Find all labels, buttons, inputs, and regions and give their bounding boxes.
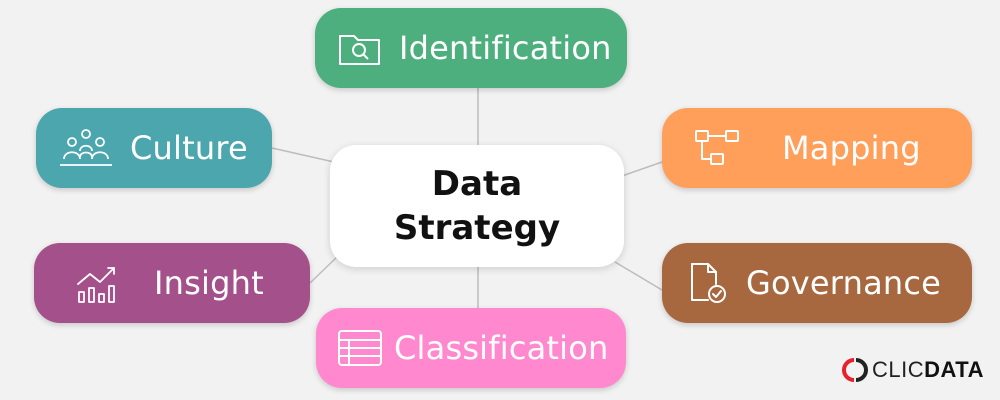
clicdata-logo-mark-icon (842, 358, 868, 382)
center-title-line1: Data (431, 164, 523, 204)
center-node-data-strategy: Data Strategy (330, 145, 624, 267)
node-mapping-label: Mapping (782, 129, 921, 167)
clicdata-logo: CLIC DATA (842, 356, 984, 384)
connector-governance (614, 261, 663, 291)
connector-insight (309, 255, 339, 284)
node-classification-label: Classification (394, 329, 609, 367)
node-insight-label: Insight (154, 264, 264, 302)
people-group-icon (58, 127, 114, 169)
bar-trend-icon (72, 262, 126, 304)
center-title: Data Strategy (394, 162, 560, 250)
flowchart-icon (694, 128, 742, 168)
node-mapping: Mapping (662, 108, 972, 188)
node-governance: Governance (662, 243, 972, 323)
node-classification: Classification (316, 308, 626, 388)
node-identification: Identification (315, 8, 627, 88)
node-identification-label: Identification (399, 29, 612, 67)
connector-culture (271, 147, 335, 163)
folder-search-icon (335, 28, 385, 68)
document-check-icon (686, 261, 730, 305)
center-title-line2: Strategy (393, 208, 561, 248)
logo-text-clic: CLIC (872, 357, 925, 382)
node-governance-label: Governance (746, 264, 942, 302)
node-culture-label: Culture (130, 129, 248, 167)
logo-text-data: DATA (924, 357, 984, 382)
node-culture: Culture (36, 108, 272, 188)
connector-mapping (621, 161, 663, 177)
node-insight: Insight (34, 243, 310, 323)
table-grid-icon (336, 328, 384, 368)
